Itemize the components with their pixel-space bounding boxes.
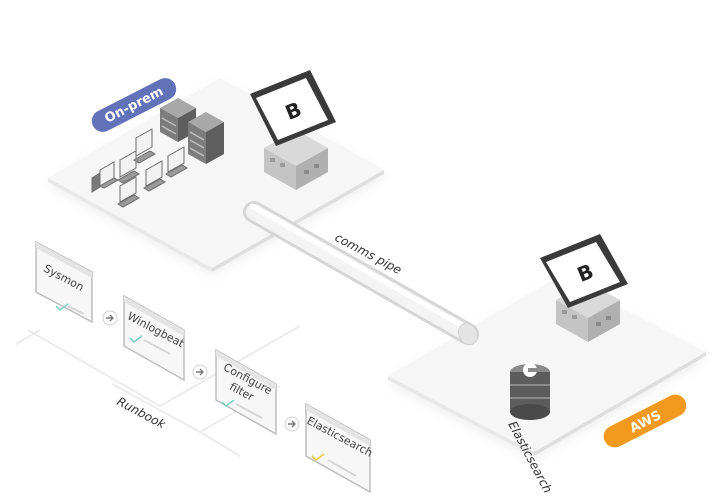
runbook-step-card: Elasticsearch	[305, 402, 375, 494]
on-prem-appliance: B	[250, 70, 336, 190]
server-rack-icon	[188, 112, 224, 164]
database-icon	[510, 363, 550, 420]
step-arrow-icon	[284, 416, 300, 432]
runbook-step-card: Winlogbeat	[123, 294, 187, 382]
step-arrow-icon	[192, 364, 208, 380]
comms-pipe	[243, 201, 479, 346]
workstations-icon	[91, 128, 188, 208]
server-rack-icon	[160, 98, 196, 142]
aws-platform	[388, 276, 706, 456]
step-arrow-icon	[102, 310, 118, 326]
runbook-step-card: Configure filter	[215, 348, 277, 436]
aws-appliance: B	[540, 234, 628, 342]
runbook-step-card: Sysmon	[35, 240, 93, 324]
